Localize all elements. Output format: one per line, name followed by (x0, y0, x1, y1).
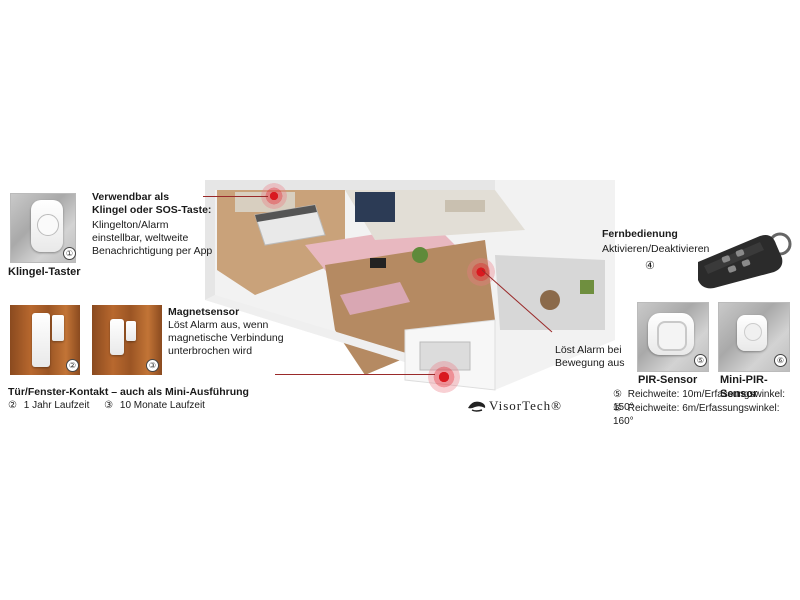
remote-control-icon (698, 232, 792, 289)
magnet-heading: Magnetsensor (168, 306, 240, 318)
magnet-description: Löst Alarm aus, wenn magnetische Verbind… (168, 319, 284, 358)
doorbell-device-icon (31, 200, 63, 252)
motion-note: Löst Alarm bei Bewegung aus (555, 344, 625, 370)
doorbell-caption: Klingel-Taster (8, 266, 81, 278)
magnet-sensor-device-icon (32, 313, 50, 367)
mini-magnet-device-icon (110, 319, 124, 355)
magnet-caption: Tür/Fenster-Kontakt – auch als Mini-Ausf… (8, 386, 249, 398)
window-hotspot-icon (428, 361, 460, 393)
remote-heading: Fernbedienung (602, 228, 678, 240)
magnet-badge-b: ③ (146, 359, 159, 372)
mini-pir-photo (718, 302, 790, 372)
magnet-variants: ② 1 Jahr Laufzeit ③ 10 Monate Laufzeit (8, 400, 205, 413)
variant-a-badge: ② (8, 400, 17, 411)
mini-pir-badge: ⑥ (774, 354, 787, 367)
pir-sensor-icon (648, 313, 694, 355)
pir-spec-text: Reichweite: 10m/Erfassungswinkel: 150° (613, 389, 786, 413)
pir-photo (637, 302, 709, 372)
pir-badge: ⑤ (694, 354, 707, 367)
bell-callout-line (203, 196, 268, 197)
doorbell-description: Klingelton/Alarm einstellbar, weltweite … (92, 219, 213, 258)
mini-magnet-part-icon (126, 321, 136, 341)
remote-description: Aktivieren/Deaktivieren (602, 243, 710, 255)
mini-pir-caption: Mini-PIR-Sensor (720, 374, 768, 400)
pir-spec-badge: ⑤ (613, 389, 622, 400)
magnet-callout-line (275, 374, 435, 375)
variant-b-badge: ③ (104, 400, 114, 411)
mini-pir-spec: ⑥ Reichweite: 6m/Erfassungswinkel: 160° (613, 403, 800, 428)
doorbell-badge: ① (63, 247, 76, 260)
apartment-floorplan-illustration (205, 180, 615, 391)
pir-caption: PIR-Sensor (638, 374, 698, 386)
motion-hotspot-icon (467, 258, 495, 286)
pir-spec: ⑤ Reichweite: 10m/Erfassungswinkel: 150° (613, 389, 800, 414)
variant-b-text: 10 Monate Laufzeit (119, 400, 205, 411)
variant-a-text: 1 Jahr Laufzeit (23, 400, 90, 411)
remote-badge: ④ (645, 260, 655, 272)
magnet-part-icon (52, 315, 64, 341)
mini-pir-spec-text: Reichweite: 6m/Erfassungswinkel: 160° (613, 403, 780, 427)
brand-name: VisorTech® (489, 398, 563, 413)
magnet-badge-a: ② (66, 359, 79, 372)
brand-logo-icon (468, 401, 486, 412)
doorbell-heading: Verwendbar als Klingel oder SOS-Taste: (92, 191, 212, 217)
mini-pir-spec-badge: ⑥ (613, 403, 622, 414)
mini-pir-sensor-icon (737, 315, 767, 351)
motion-callout-diagonal (481, 269, 553, 333)
